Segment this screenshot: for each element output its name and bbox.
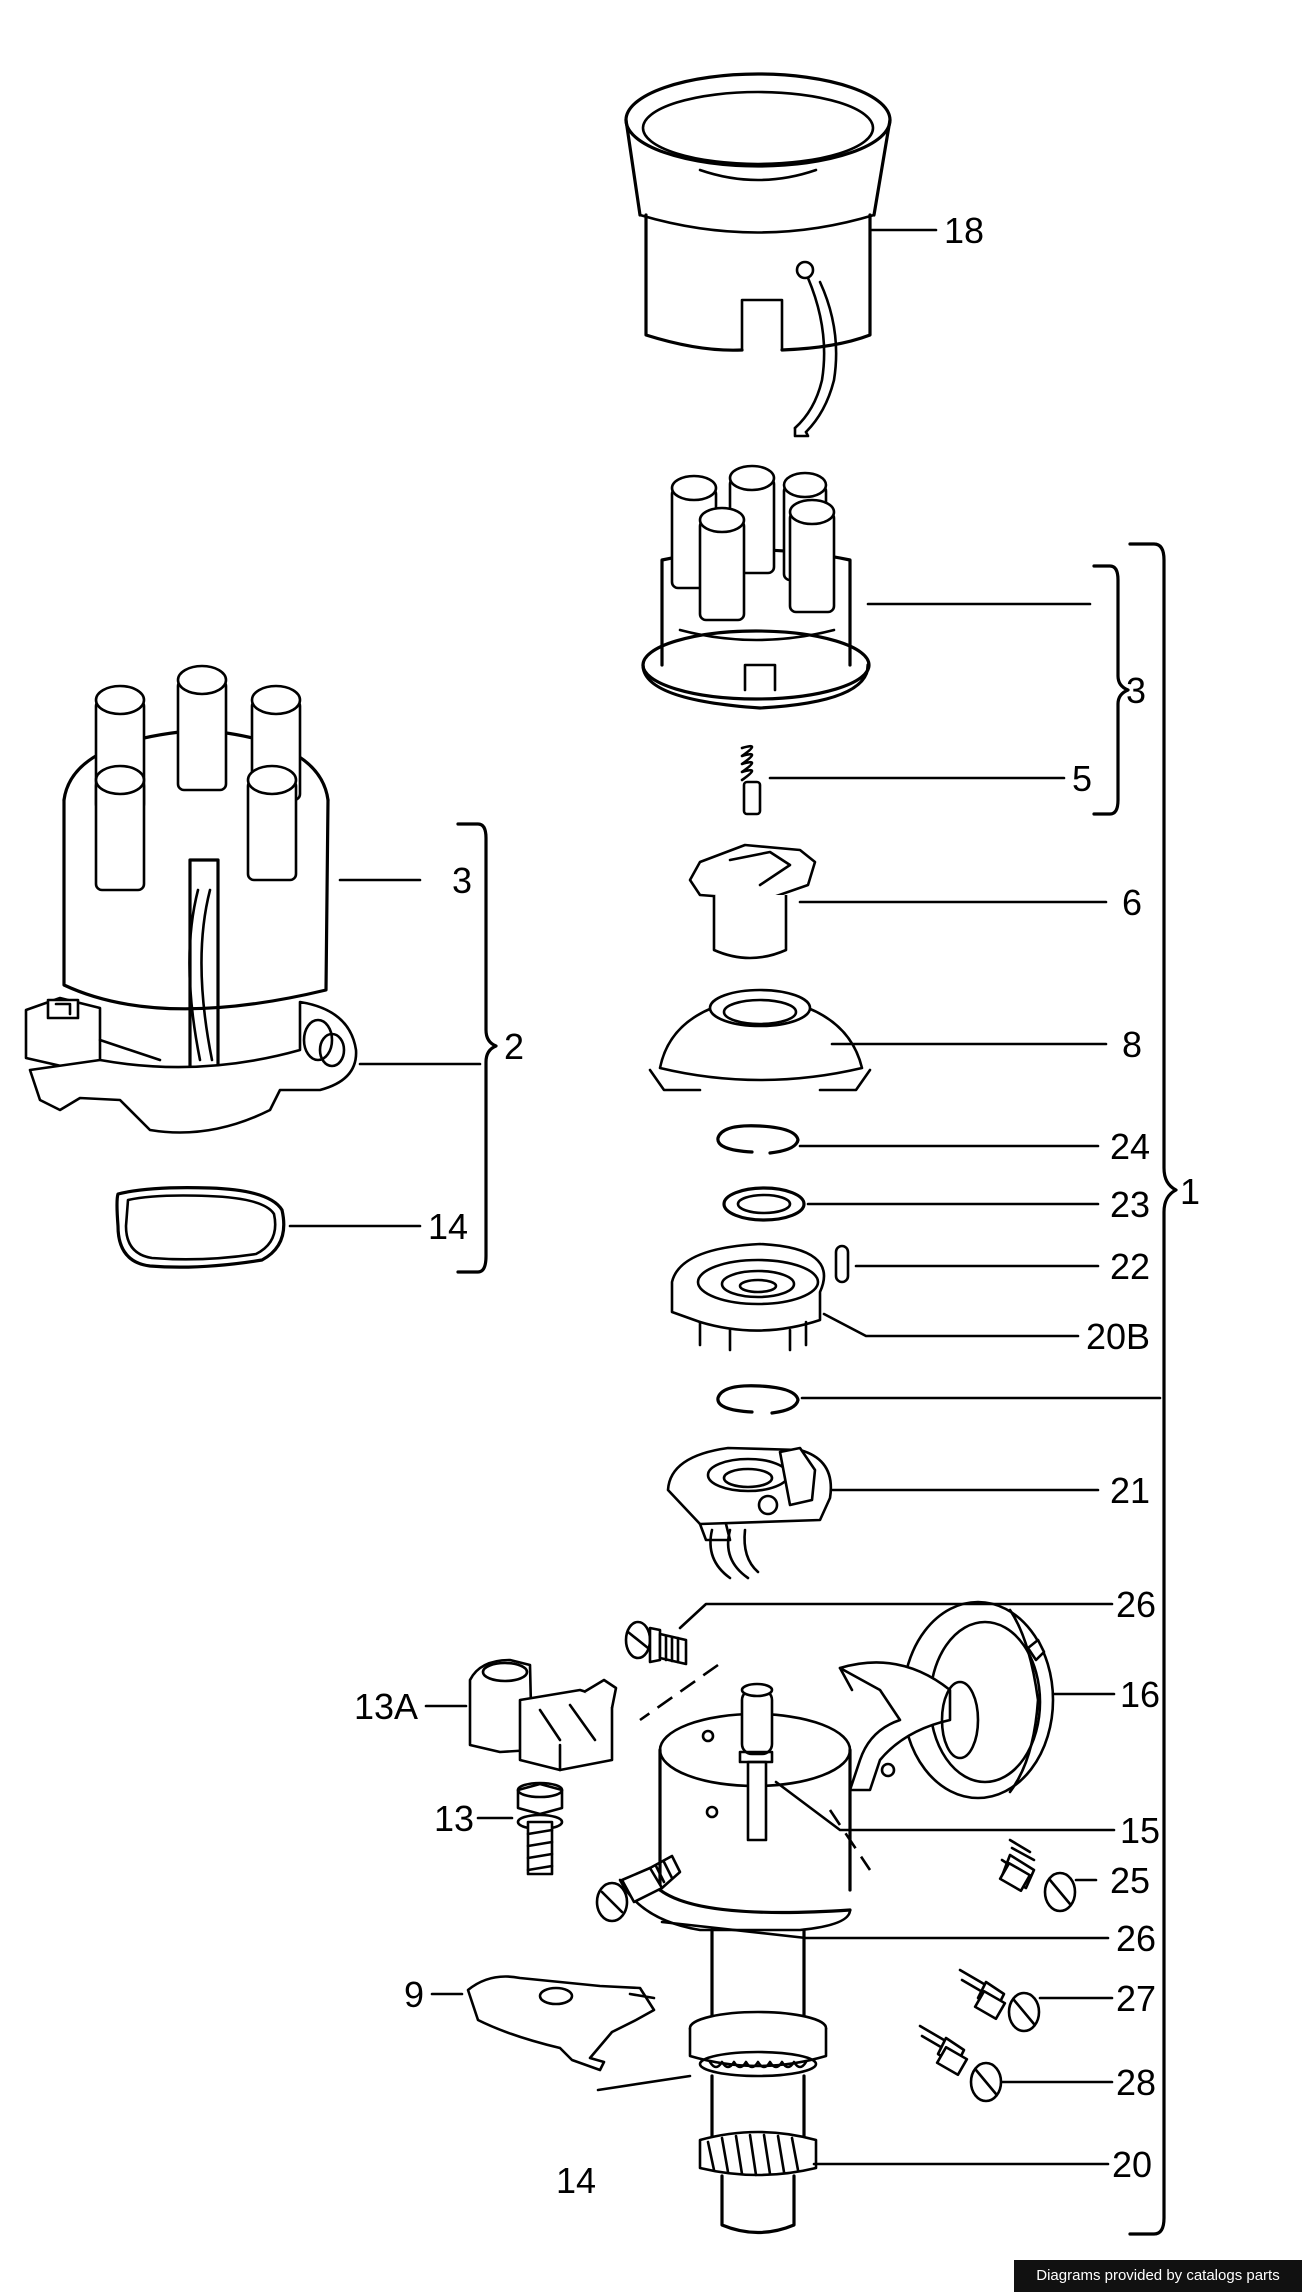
part-distributor-cap-left (24, 664, 358, 1134)
part-bolt (516, 1781, 564, 1876)
part-pin (834, 1244, 850, 1284)
callout-14-left: 14 (428, 1206, 468, 1247)
part-dust-shield (648, 988, 872, 1092)
callout-24: 24 (1110, 1126, 1150, 1167)
part-screw-27 (958, 1968, 1041, 2033)
callout-25: 25 (1110, 1860, 1150, 1901)
part-o-ring-left (115, 1186, 286, 1269)
part-hall-sender (666, 1446, 833, 1580)
callout-2: 2 (504, 1026, 524, 1067)
part-distributor-housing (618, 1663, 872, 1932)
callout-22: 22 (1110, 1246, 1150, 1287)
leader-lines (288, 228, 1162, 2166)
callout-6: 6 (1122, 882, 1142, 923)
part-shaft-gear (688, 1928, 828, 2235)
callout-8: 8 (1122, 1024, 1142, 1065)
callout-26-upper: 26 (1116, 1584, 1156, 1625)
part-distributor-cap-right (641, 464, 871, 710)
callout-27: 27 (1116, 1978, 1156, 2019)
part-rotor (688, 843, 817, 960)
callout-3-right: 3 (1126, 670, 1146, 711)
callout-5: 5 (1072, 758, 1092, 799)
part-circlip-lower (716, 1384, 800, 1415)
bracket-group-1 (1128, 542, 1178, 2236)
bracket-group-2 (456, 822, 498, 1274)
part-washer (722, 1186, 806, 1222)
callout-13: 13 (434, 1798, 474, 1839)
part-screw-28 (918, 2024, 1003, 2103)
callout-1: 1 (1180, 1171, 1200, 1212)
callout-26-lower: 26 (1116, 1918, 1156, 1959)
bracket-group-3 (1092, 564, 1130, 816)
part-screw-25 (998, 1838, 1077, 1913)
callout-9: 9 (404, 1974, 424, 2015)
callout-3-left: 3 (452, 860, 472, 901)
callout-16: 16 (1120, 1674, 1160, 1715)
part-connector-bracket (468, 1658, 618, 1772)
part-vacuum-unit (838, 1600, 1055, 1800)
part-trigger-wheel (670, 1242, 826, 1352)
part-carbon-spring (740, 744, 762, 816)
callout-23: 23 (1110, 1184, 1150, 1225)
callout-15: 15 (1120, 1810, 1160, 1851)
part-screw-26-lower (595, 1854, 682, 1923)
part-clamp-plate (466, 1975, 656, 2072)
part-shield-cover (624, 72, 892, 438)
callout-28: 28 (1116, 2062, 1156, 2103)
callout-13A: 13A (354, 1686, 418, 1727)
callout-18: 18 (944, 210, 984, 251)
callout-20: 20 (1112, 2144, 1152, 2185)
part-circlip-upper (716, 1124, 800, 1155)
callout-labels: 18 3 5 6 8 24 23 1 22 20B 21 26 16 13A 1… (354, 210, 1200, 2201)
credit-badge: Diagrams provided by catalogs parts (1014, 2260, 1302, 2292)
callout-21: 21 (1110, 1470, 1150, 1511)
callout-20B: 20B (1086, 1316, 1150, 1357)
callout-14-lower: 14 (556, 2160, 596, 2201)
part-screw-upper (624, 1620, 688, 1666)
